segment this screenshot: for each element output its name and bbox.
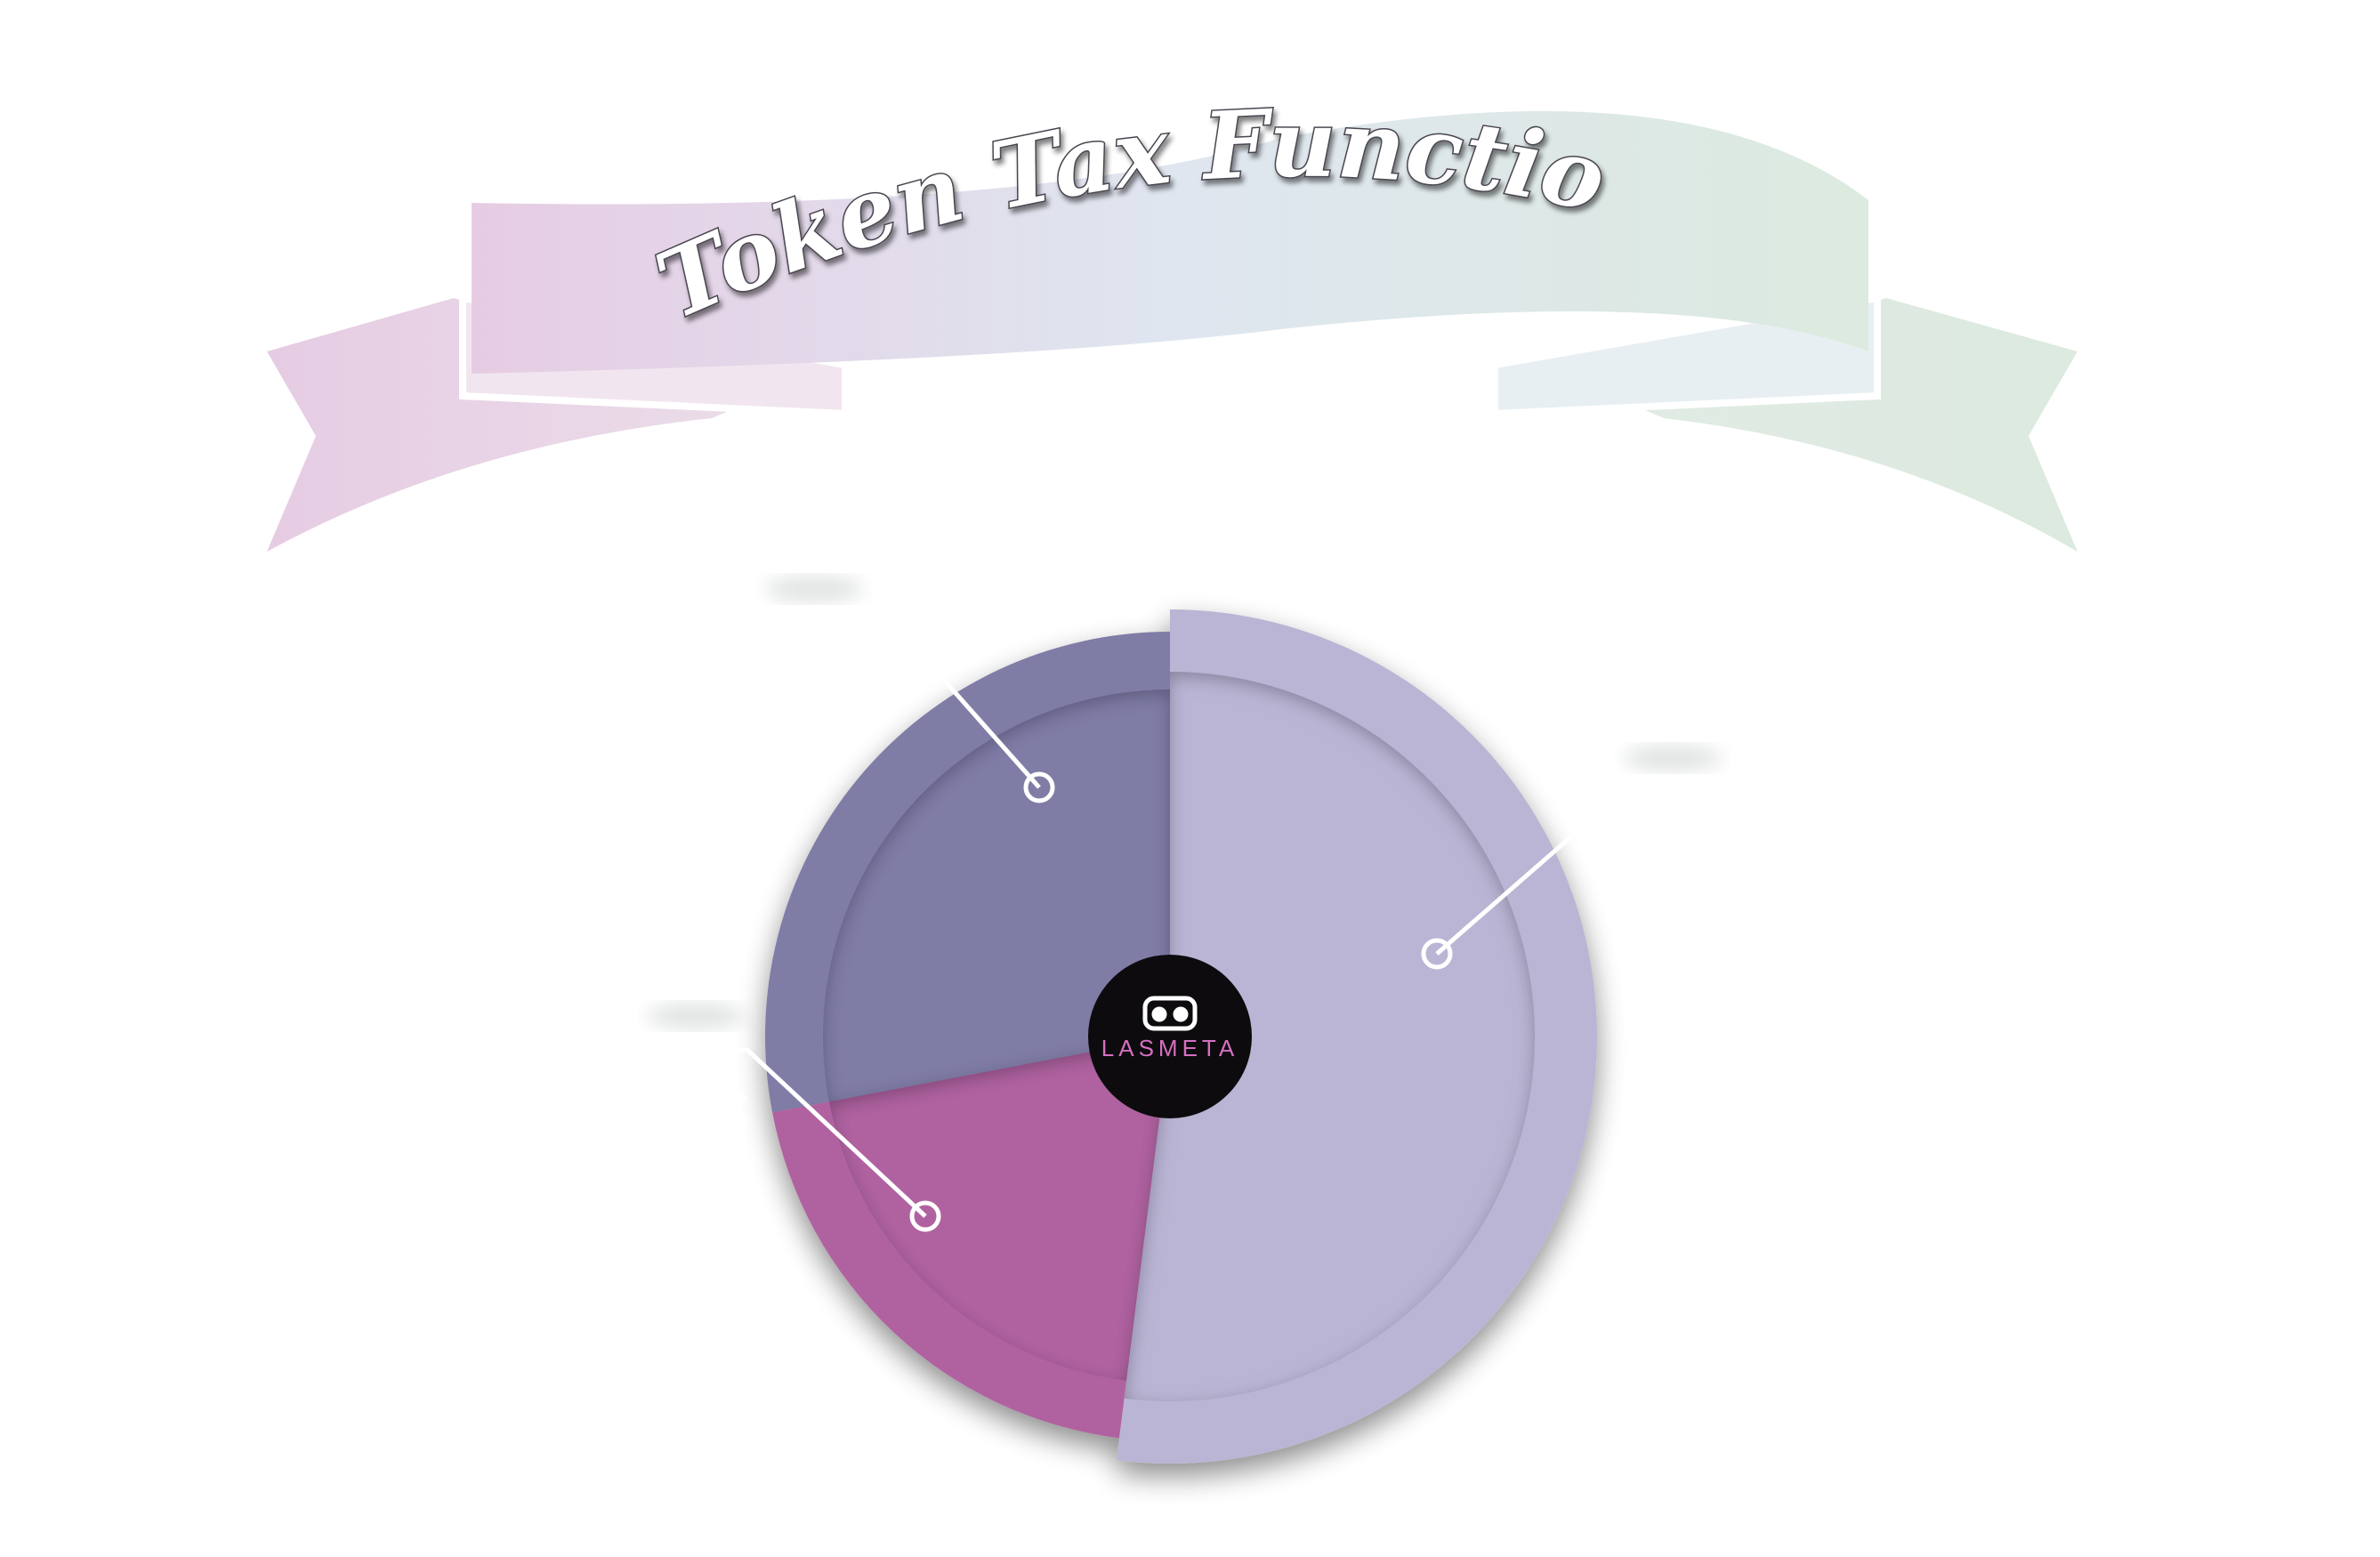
- pie-slice-face: [822, 689, 1170, 1102]
- callout-shadow-right: [1624, 745, 1722, 771]
- callout-right: [1421, 811, 1682, 970]
- vr-headset-icon: [1142, 996, 1198, 1031]
- callout-line-left: [685, 1047, 927, 1218]
- callout-shadow-top-left: [765, 576, 863, 602]
- banner-ribbon: [472, 110, 1868, 374]
- title-banner: Token Tax Functions: [0, 0, 2077, 552]
- logo-text: LASMETA: [1101, 1035, 1238, 1061]
- callout-line-right: [1435, 811, 1682, 956]
- pie-slice-face: [1124, 672, 1536, 1402]
- logo-disc: [1088, 955, 1252, 1118]
- pie-chart: [765, 609, 1597, 1464]
- center-logo: LASMETA: [1088, 955, 1252, 1118]
- pie-slice-large: [1116, 609, 1597, 1464]
- stray-callout-label: t: [735, 1080, 748, 1132]
- callout-marker-right: [1421, 938, 1453, 970]
- callout-shadow-left: [647, 1003, 745, 1029]
- callout-marker-left: [909, 1200, 941, 1232]
- callout-marker-top-left: [1023, 771, 1055, 803]
- callout-top-left: [801, 651, 1055, 803]
- pie-slice-magenta: [772, 1037, 1170, 1439]
- pie-slice-slate: [765, 632, 1170, 1113]
- callouts: [685, 651, 1682, 1232]
- callout-line-top-left: [801, 651, 1041, 789]
- callout-left: [685, 1047, 941, 1232]
- pie-slice-face: [828, 1037, 1170, 1381]
